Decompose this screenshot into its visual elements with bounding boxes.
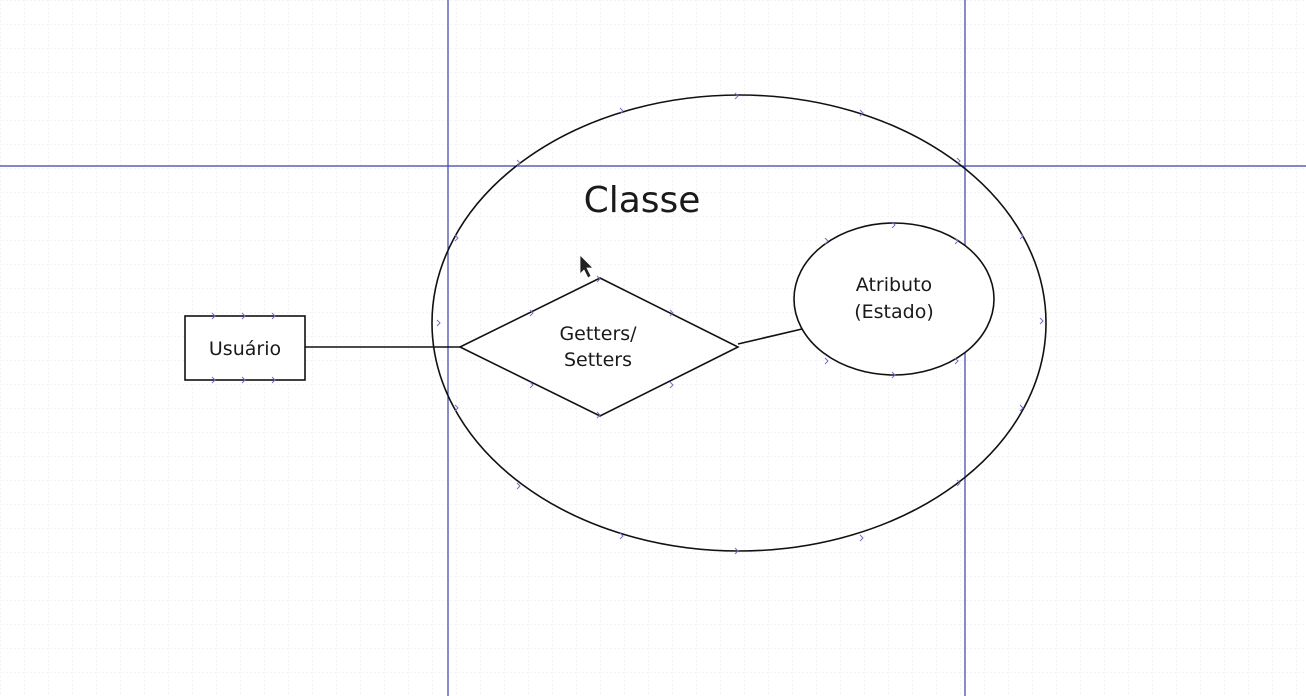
mouse-pointer-icon xyxy=(579,254,594,279)
getters-to-attribute-connector[interactable] xyxy=(737,328,803,345)
getters-setters-diamond[interactable] xyxy=(458,277,740,417)
selection-handle-marks xyxy=(211,92,1044,555)
getters-setters-label-line-2: Setters xyxy=(564,349,632,371)
class-ellipse[interactable] xyxy=(431,94,1047,552)
getters-setters-label-line-1: Getters/ xyxy=(559,323,637,345)
attribute-ellipse[interactable] xyxy=(793,222,995,376)
attribute-label-line-2: (Estado) xyxy=(854,301,934,323)
user-label: Usuário xyxy=(209,338,281,360)
attribute-label-line-1: Atributo xyxy=(856,274,932,296)
class-title: Classe xyxy=(584,180,701,221)
